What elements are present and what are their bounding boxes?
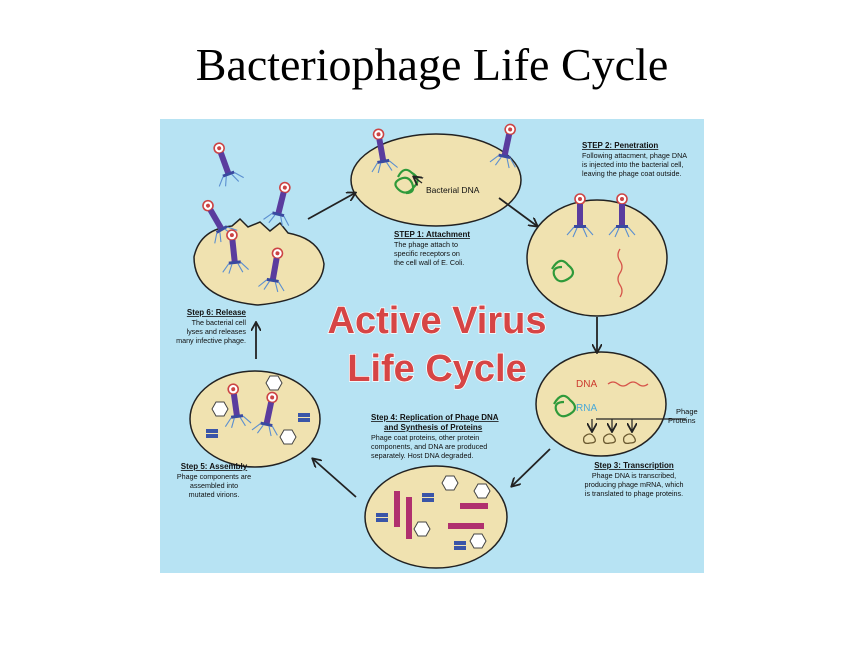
step-4-text: Step 4: Replication of Phage DNA and Syn… [371,413,499,460]
step-2-heading: STEP 2: Penetration [582,141,658,150]
step-3-heading: Step 3: Transcription [594,461,674,470]
step-5-line-3: mutated virions. [189,490,240,499]
step-2-line-3: leaving the phage coat outside. [582,169,682,178]
life-cycle-diagram: Bacterial DNA DNA RNA Phage Proteins [160,119,704,573]
slide-title: Bacteriophage Life Cycle [195,39,669,90]
step-1-heading: STEP 1: Attachment [394,230,470,239]
dna-label: DNA [576,379,597,390]
cell-release [193,217,325,306]
step-3-line-3: is translated to phage proteins. [585,489,683,498]
step-2-line-2: is injected into the bacterial cell, [582,160,683,169]
step-5-text: Step 5: Assembly Phage components are as… [177,462,251,499]
bacterial-dna-label: Bacterial DNA [426,185,480,195]
step-6-line-3: many infective phage. [176,336,246,345]
arrow-attachment-to-penetration [498,197,537,226]
bacterial-dna-pointer [414,177,422,183]
step-4-heading: Step 4: Replication of Phage DNA [371,413,499,422]
step-2-text: STEP 2: Penetration Following attacment,… [582,141,687,178]
step-1-line-2: specific receptors on [394,249,460,258]
diagram-canvas: Bacterial DNA DNA RNA Phage Proteins [176,121,698,569]
step-6-heading: Step 6: Release [187,308,247,317]
step-2-line-1: Following attacment, phage DNA [582,151,687,160]
arrow-transcription-to-replication [512,448,551,486]
cell-attachment [350,133,522,227]
phage-proteins-label-2: Proteins [668,416,696,425]
step-4-heading-2: and Synthesis of Proteins [384,423,483,432]
penetration-host-dna [551,259,575,283]
phage-proteins-label-1: Phage [676,407,698,416]
step-5-line-1: Phage components are [177,472,251,481]
step-6-text: Step 6: Release The bacterial cell lyses… [176,308,246,345]
cell-transcription [535,351,667,457]
transcription-host-dna [553,394,577,418]
rna-label: RNA [576,403,597,414]
step-1-line-3: the cell wall of E. Coli. [394,258,464,267]
step-1-line-1: The phage attach to [394,240,458,249]
step-3-line-2: producing phage mRNA, which [584,480,683,489]
step-4-line-3: separately. Host DNA degraded. [371,451,474,460]
step-5-line-2: assembled into [190,481,238,490]
step-5-heading: Step 5: Assembly [181,462,248,471]
injected-phage-dna [617,248,623,298]
step-4-line-2: components, and DNA are produced [371,442,487,451]
phage-dna-strand [607,381,649,387]
step-3-line-1: Phage DNA is transcribed, [592,471,676,480]
arrow-replication-to-assembly [313,459,357,498]
step-4-line-1: Phage coat proteins, other protein [371,433,479,442]
center-title-line-1: Active Virus [328,300,547,342]
arrow-release-to-attachment [307,193,355,220]
cell-penetration [526,199,668,317]
step-6-line-2: lyses and releases [186,327,246,336]
step-3-text: Step 3: Transcription Phage DNA is trans… [584,461,683,498]
phage-protein-blobs [582,433,636,445]
center-title-line-2: Life Cycle [347,348,527,390]
replication-components [376,475,491,550]
step-1-text: STEP 1: Attachment The phage attach to s… [394,230,470,267]
step-6-line-1: The bacterial cell [192,318,247,327]
